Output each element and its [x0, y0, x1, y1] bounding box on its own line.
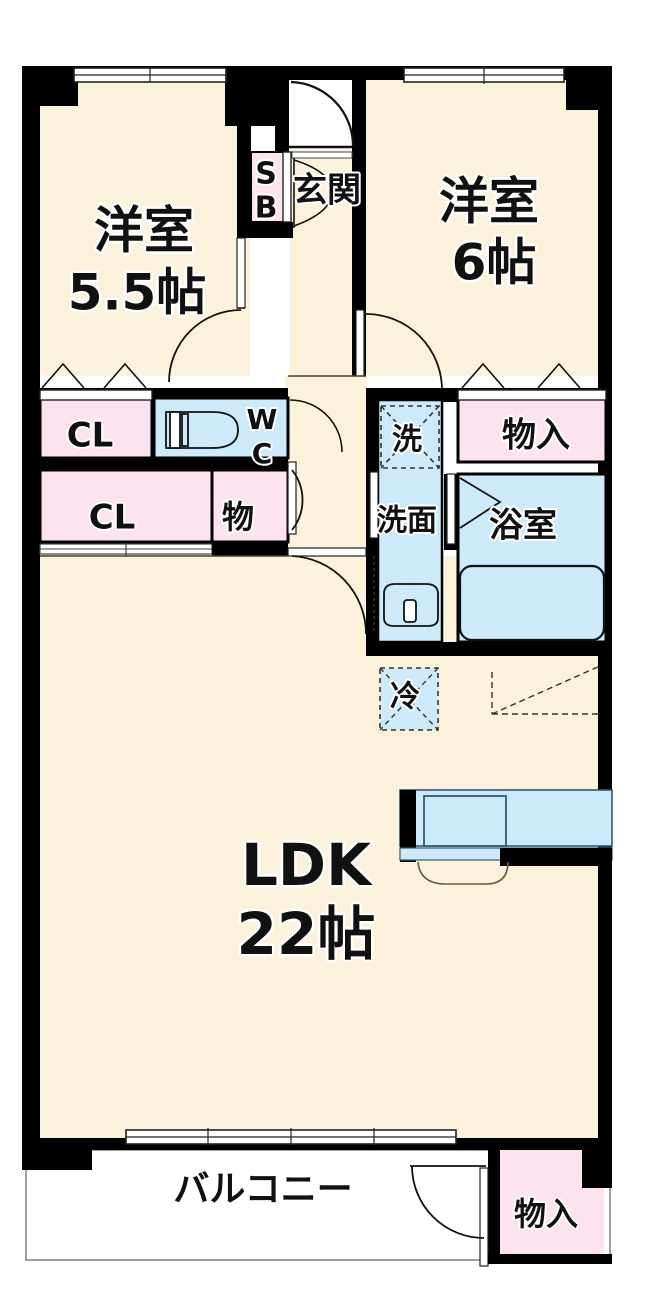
exterior-walls [22, 66, 612, 1170]
label-toilet-w: W [247, 403, 278, 436]
label-living-name: LDK [241, 831, 373, 899]
label-shoe-box-b: B [255, 191, 278, 226]
label-closet-lower-left: CL [89, 498, 136, 538]
label-refrigerator: 冷 [390, 680, 420, 715]
label-washing-machine: 洗 [392, 423, 422, 458]
genkan-step [291, 151, 353, 228]
label-storage-balcony: 物入 [514, 1195, 578, 1233]
kitchen-area [379, 665, 613, 885]
label-shoe-box-s: S [255, 157, 277, 192]
door-swings [168, 237, 443, 391]
hallway-doors [287, 399, 367, 635]
label-bathroom: 浴室 [489, 506, 557, 546]
label-washroom: 洗面 [377, 504, 437, 539]
label-toilet-c: C [252, 437, 273, 470]
label-bedroom-right-name: 洋室 [439, 173, 539, 231]
label-storage-small: 物 [222, 498, 254, 536]
balcony-area [22, 1128, 612, 1267]
label-entrance: 玄関 [293, 171, 361, 211]
label-living-size: 22帖 [237, 900, 376, 968]
room-labels: 洋室 5.5帖 洋室 6帖 S B 玄関 CL W C 物入 洗 CL 物 洗面… [65, 155, 580, 1236]
label-balcony: バルコニー [173, 1169, 352, 1210]
label-bedroom-left-name: 洋室 [94, 202, 194, 260]
closets-left [30, 362, 290, 556]
label-bedroom-left-size: 5.5帖 [68, 264, 207, 322]
label-storage-upper-right: 物入 [502, 416, 570, 456]
shoe-box-area [250, 151, 292, 223]
bath-area [366, 362, 612, 656]
interior-thin-lines [40, 375, 366, 557]
entrance-door [289, 80, 355, 149]
label-closet-upper-left: CL [67, 416, 114, 456]
label-bedroom-right-size: 6帖 [452, 234, 537, 292]
